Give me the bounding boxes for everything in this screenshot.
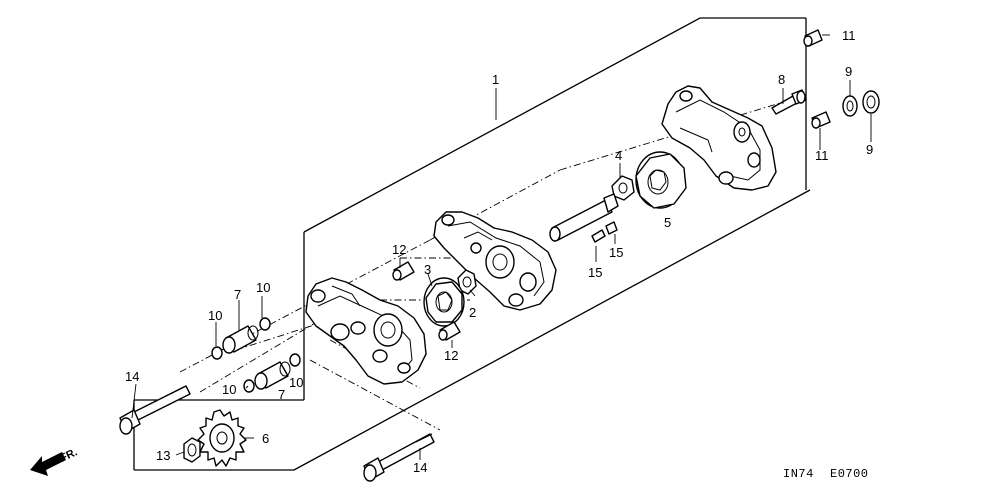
leader-lines (131, 34, 872, 460)
washer-10-d (289, 353, 301, 367)
callout-1: 1 (492, 72, 499, 87)
dowel-pin-11-top (803, 29, 823, 47)
outer-rotor-5 (635, 151, 687, 209)
callout-10-c: 10 (222, 382, 236, 397)
collar-7-lower (254, 361, 291, 390)
nut-13 (183, 437, 201, 463)
callout-12-lower: 12 (444, 348, 458, 363)
pin-15-a (591, 229, 606, 243)
callout-8: 8 (778, 72, 785, 87)
callout-2: 2 (469, 305, 476, 320)
bolt-8 (771, 89, 807, 115)
dowel-pin-11-lower (811, 111, 831, 129)
callout-11-lower: 11 (815, 148, 829, 163)
pump-shaft (549, 193, 619, 242)
dowel-pin-12-b (438, 321, 461, 341)
callout-12-upper: 12 (392, 242, 406, 257)
callout-11-upper: 11 (842, 28, 856, 43)
callout-5: 5 (664, 215, 671, 230)
callout-9-lower: 9 (866, 142, 873, 157)
washer-9-b (862, 90, 880, 114)
collar-7-upper (222, 325, 259, 354)
dowel-pin-12-a (392, 261, 415, 281)
callout-6: 6 (262, 431, 269, 446)
callout-14-left: 14 (125, 369, 139, 384)
callout-15-b: 15 (609, 245, 623, 260)
pump-body-middle (433, 211, 557, 311)
callout-10-d: 10 (289, 375, 303, 390)
washer-10-b (259, 317, 271, 331)
callout-labels: 1 2 3 4 5 6 7 7 8 9 9 10 10 10 10 11 11 … (125, 28, 873, 475)
outer-rotor-3 (423, 277, 465, 327)
diagram-code-right: E0700 (830, 467, 869, 481)
pin-15-b (605, 221, 618, 235)
assembly-bracket (133, 17, 811, 471)
callout-3: 3 (424, 262, 431, 277)
callout-7-lower: 7 (278, 387, 285, 402)
callout-7-upper: 7 (234, 287, 241, 302)
drive-sprocket-6 (197, 409, 247, 467)
callout-10-b: 10 (208, 308, 222, 323)
pump-housing-lower (305, 277, 427, 385)
pump-cover (661, 85, 777, 191)
diagram-code: IN74 E0700 (783, 467, 869, 481)
washer-10-c (243, 379, 255, 393)
flange-bolt-14-left (119, 385, 191, 435)
front-label: FR. (58, 446, 79, 464)
callout-15-a: 15 (588, 265, 602, 280)
callout-4: 4 (615, 148, 622, 163)
callout-10-a: 10 (256, 280, 270, 295)
callout-9-upper: 9 (845, 64, 852, 79)
diagram-code-left: IN74 (783, 467, 814, 481)
flange-bolt-14-bottom (363, 433, 435, 482)
front-direction-arrow: FR. (30, 446, 79, 476)
callout-13: 13 (156, 448, 170, 463)
washer-10-a (211, 346, 223, 360)
callout-14-bottom: 14 (413, 460, 427, 475)
washer-9-a (842, 95, 858, 117)
